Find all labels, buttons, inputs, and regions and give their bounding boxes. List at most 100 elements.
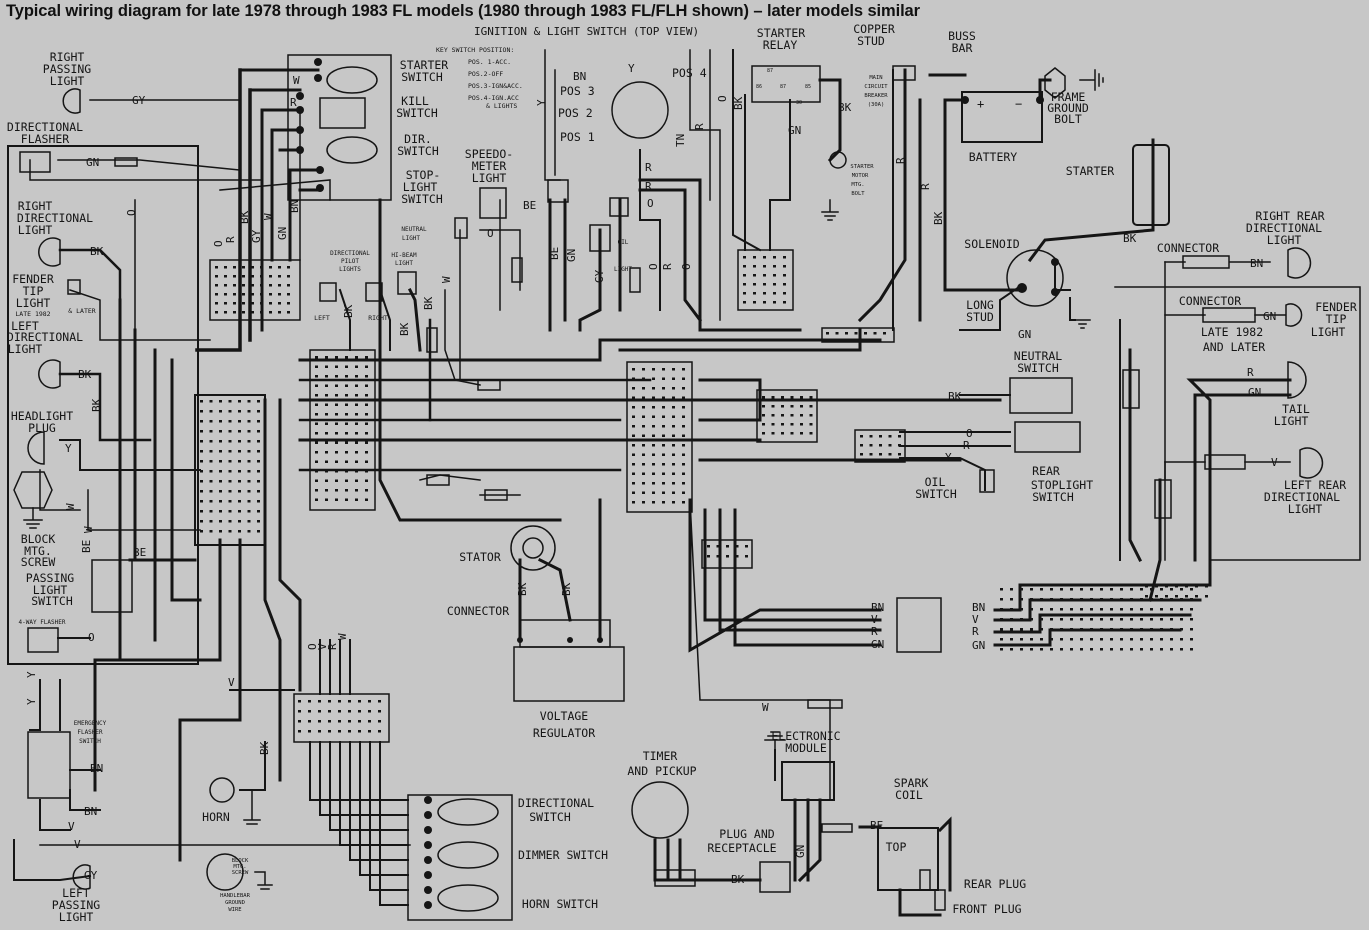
copper-stud-label-2: STUD [857, 34, 885, 48]
rear-harness-bus-pin [1080, 598, 1083, 601]
timer-connector-icon [654, 869, 696, 887]
harness-connector-b-pin [315, 460, 318, 463]
harness-connector-c-pin [672, 501, 675, 504]
harness-connector-b-pin [325, 432, 328, 435]
rear-harness-bus-pin [1170, 598, 1173, 601]
harness-connector-d-pin [753, 265, 756, 268]
harness-connector-a-pin [278, 293, 281, 296]
harness-connector-a-pin [287, 284, 290, 287]
harness-connector-a-pin [242, 284, 245, 287]
handlebar-ground-label-5: GROUND [225, 900, 245, 906]
harness-connector-a-pin [242, 302, 245, 305]
harness-connector-a-pin [251, 311, 254, 314]
wire-code-y-13: Y [25, 698, 38, 705]
harness-connector-f-pin [209, 460, 213, 463]
block-mtg-screw-icon [13, 471, 53, 509]
rear-harness-bus-pin [1030, 628, 1033, 631]
wire-code-be-9: BE [80, 540, 93, 553]
harness-connector-g-pin [298, 720, 301, 723]
rear-harness-bus-pin [1170, 608, 1173, 611]
harness-connector-b-pin [325, 460, 328, 463]
rear-harness-bus-pin [1130, 608, 1133, 611]
harness-connector-b-pin [315, 365, 318, 368]
rear-harness-bus-pin [1170, 648, 1173, 651]
rear-harness-bus-pin [1110, 638, 1113, 641]
neutral-switch-icon[interactable] [1009, 377, 1073, 414]
harness-connector-i-pin [860, 453, 863, 456]
rear-harness-bus-pin [1040, 618, 1043, 621]
harness-connector-b-pin [325, 489, 328, 492]
harness-connector-f-pin [247, 500, 251, 503]
harness-connector-a-pin [269, 275, 272, 278]
wire-code-bk-34: BK [342, 304, 355, 318]
harness-connector-b-pin [355, 413, 358, 416]
wire-code-gn-1: GN [86, 156, 99, 169]
harness-connector-g-pin [368, 700, 371, 703]
harness-connector-d-pin [773, 283, 776, 286]
harness-connector-f-pin [228, 510, 232, 513]
wire-code-r-47: R [645, 161, 652, 174]
fender-tip-rear-label-1: FENDER [1315, 300, 1357, 314]
rear-harness-bus-pin [1150, 618, 1153, 621]
harness-connector-i-pin [869, 453, 873, 456]
directional-pilot-label-3: LIGHTS [339, 266, 361, 273]
harness-connector-f-pin [257, 420, 260, 423]
tail-light-label-2: LIGHT [1274, 414, 1309, 428]
four-way-flasher-label: 4-WAY FLASHER [19, 619, 66, 626]
rear-harness-bus-pin [1010, 588, 1013, 591]
rear-harness-bus-pin [1060, 598, 1063, 601]
harness-connector-c-pin [632, 482, 635, 485]
harness-connector-f-pin [257, 510, 260, 513]
wire-code-bk-4: BK [78, 368, 92, 381]
speedometer-light-label-3: LIGHT [472, 171, 507, 185]
wire-code-r-50: R [693, 123, 706, 130]
harness-connector-d-pin [773, 274, 776, 277]
rear-harness-bus-pin [1050, 628, 1053, 631]
rear-harness-bus-pin [1010, 608, 1013, 611]
harness-connector-h-pin [707, 545, 710, 548]
harness-connector-f-pin [219, 480, 222, 483]
rear-connector-block-2-icon [1154, 479, 1172, 519]
left-rear-directional-light-icon [1299, 447, 1324, 479]
rear-harness-bus-pin [1040, 588, 1043, 591]
harness-connector-b-pin [365, 470, 368, 473]
harness-connector-a-pin [233, 293, 236, 296]
harness-connector-c-pin [682, 415, 685, 418]
passing-light-switch-label-3: SWITCH [31, 594, 73, 608]
harness-connector-c-pin [642, 482, 645, 485]
harness-connector-b-pin [355, 365, 358, 368]
harness-connector-c-pin [652, 377, 655, 380]
wire-code-be-10: BE [133, 546, 146, 559]
rear-harness-bus-pin [1030, 608, 1033, 611]
connector-label-1: CONNECTOR [1157, 241, 1219, 255]
harness-connector-c-pin [662, 453, 665, 456]
harness-connector-b-pin [315, 384, 318, 387]
harness-connector-b-pin [355, 384, 358, 387]
harness-connector-c-pin [662, 368, 665, 371]
wire-code-o-46: O [647, 263, 660, 270]
harness-connector-b-pin [345, 394, 348, 397]
harness-connector-c-pin [632, 396, 635, 399]
main-circuit-breaker-label-1: MAIN [869, 75, 882, 81]
battery-label: BATTERY [969, 150, 1018, 164]
block-mtg-screw-label-1: BLOCK [21, 532, 56, 546]
harness-connector-c-pin [672, 463, 675, 466]
rear-harness-bus-pin [1030, 588, 1033, 591]
harness-connector-e-pin [800, 432, 803, 435]
rear-harness-bus-pin [1110, 608, 1113, 611]
horn-label: HORN [202, 810, 230, 824]
oil-light-label-1: OIL [618, 239, 629, 246]
harness-connector-c-pin [652, 434, 655, 437]
rear-harness-bus-pin [1190, 628, 1193, 631]
stop-light-switch-label-2: LIGHT [403, 180, 438, 194]
starter-switch-label-2: SWITCH [401, 70, 443, 84]
ignition-switch-icon[interactable] [611, 81, 669, 139]
harness-connector-f-pin [209, 440, 213, 443]
wire-code-bk-35: BK [398, 322, 411, 336]
harness-connector-c-pin [682, 463, 685, 466]
wire-code-bk-3: BK [90, 245, 104, 258]
rear-stoplight-switch-icon[interactable] [1014, 421, 1081, 453]
harness-connector-g-pin [298, 730, 301, 733]
harness-connector-b-pin [365, 422, 368, 425]
rear-connector-block-icon [1122, 369, 1140, 409]
